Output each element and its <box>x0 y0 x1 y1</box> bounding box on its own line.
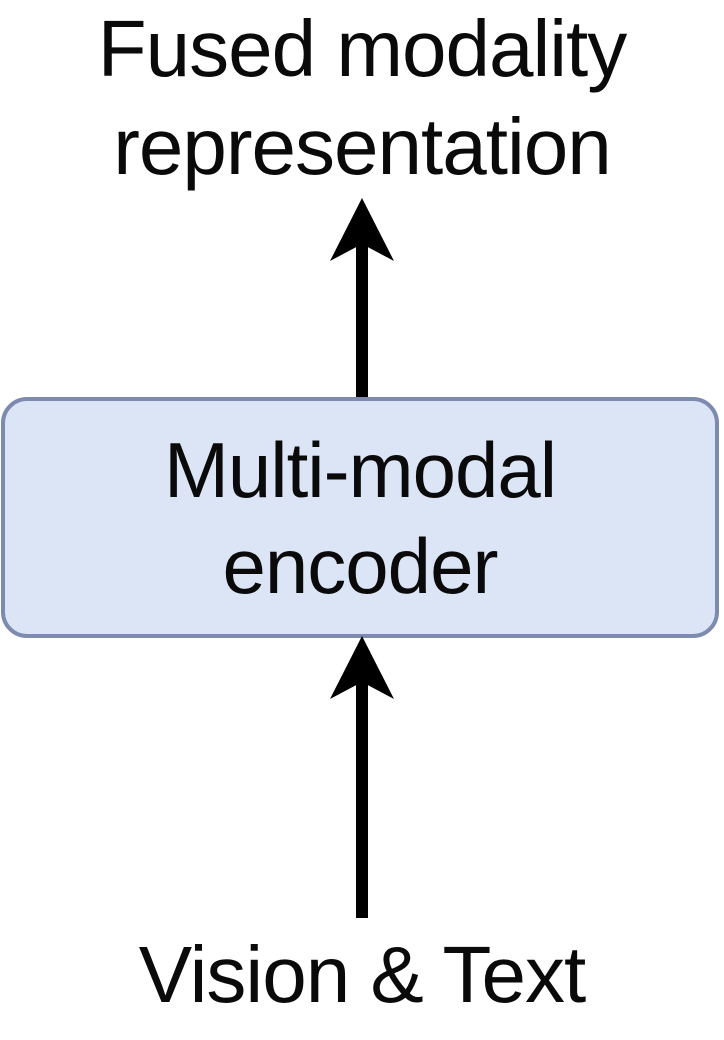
output-label: Fused modality representation <box>0 0 724 196</box>
output-label-line2: representation <box>113 102 611 191</box>
multimodal-encoder-label-line2: encoder <box>222 521 499 610</box>
arrow-up-icon <box>330 198 394 397</box>
output-label-line1: Fused modality <box>97 4 627 93</box>
multimodal-encoder-label: Multi-modal encoder <box>163 422 557 614</box>
input-label: Vision & Text <box>138 930 587 1019</box>
multimodal-encoder-node: Multi-modal encoder <box>1 397 719 638</box>
multimodal-encoder-label-line1: Multi-modal <box>163 425 557 514</box>
arrow-up-icon <box>330 636 394 918</box>
